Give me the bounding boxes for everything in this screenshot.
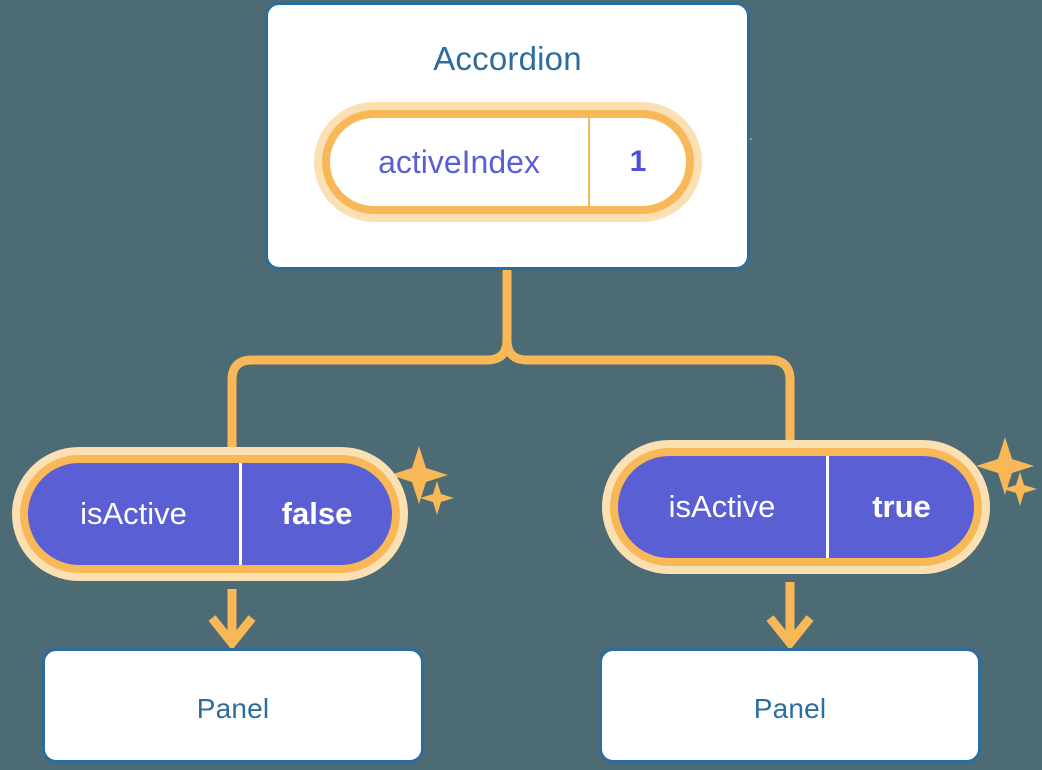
page-title: Accordion (433, 40, 582, 77)
state-key-label: isActive (28, 463, 242, 565)
state-pill-is-active-right[interactable]: isActive true (610, 448, 982, 566)
sparkle-icon (1003, 472, 1037, 506)
sparkle-icon (420, 481, 454, 515)
sparkle-icon (976, 437, 1034, 495)
state-pill-is-active-left[interactable]: isActive false (20, 455, 400, 573)
state-value-label: 1 (629, 145, 647, 178)
panel-card-left[interactable]: Panel (42, 648, 424, 763)
connector-root-to-right (502, 267, 795, 453)
state-pill-active-index[interactable]: activeIndex 1 (322, 110, 694, 214)
state-value-label: false (281, 496, 353, 531)
state-value-label: true (872, 489, 931, 524)
panel-card-right[interactable]: Panel (599, 648, 981, 763)
arrow-down-icon (208, 589, 256, 651)
sparkle-icon (390, 446, 448, 504)
connector-root-to-left (227, 267, 512, 460)
state-key-label: isActive (618, 456, 829, 558)
panel-title: Panel (753, 693, 827, 724)
state-key-label: activeIndex (330, 118, 590, 206)
panel-title: Panel (196, 693, 270, 724)
arrow-down-icon (766, 582, 814, 651)
